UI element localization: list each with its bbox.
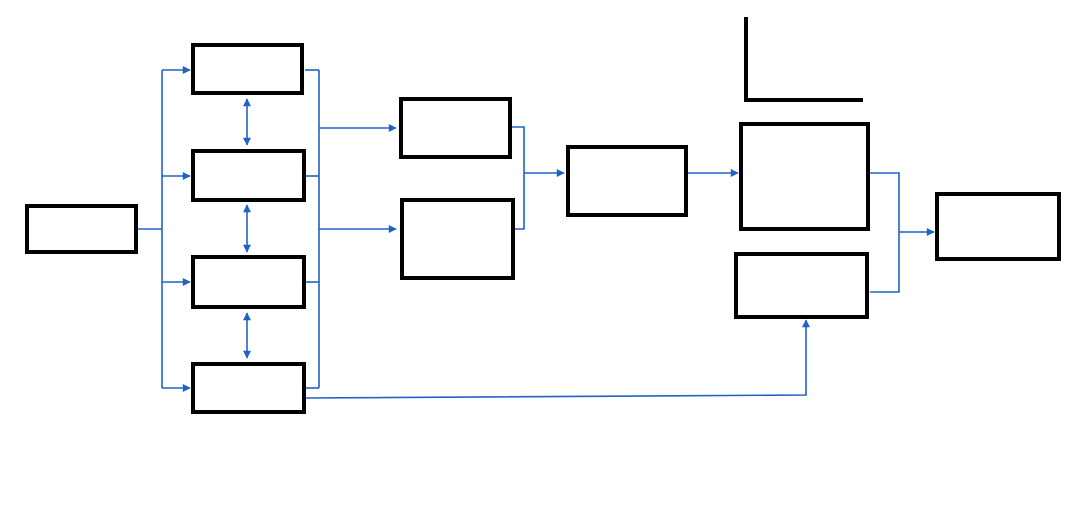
connectors [137,66,935,399]
box-branch-4 [191,362,306,414]
connector-mid-lower-out [514,173,525,230]
box-mid-upper [399,97,512,159]
corner-mark [744,17,863,102]
connector-mid-upper-out [512,126,525,173]
box-combine [566,145,688,217]
connector-stage-upper-out [870,172,900,232]
connector-stage-lower-out [870,232,900,293]
box-branch-1 [191,43,304,95]
box-stage-lower [734,252,869,319]
box-branch-3 [191,255,306,309]
box-branch-2 [191,149,306,202]
box-mid-lower [400,198,515,280]
box-stage-upper [739,122,870,231]
box-output [935,192,1061,261]
nodes [25,43,1061,414]
connector-branch-4-to-stage-lower [305,319,810,399]
box-input [25,204,138,254]
